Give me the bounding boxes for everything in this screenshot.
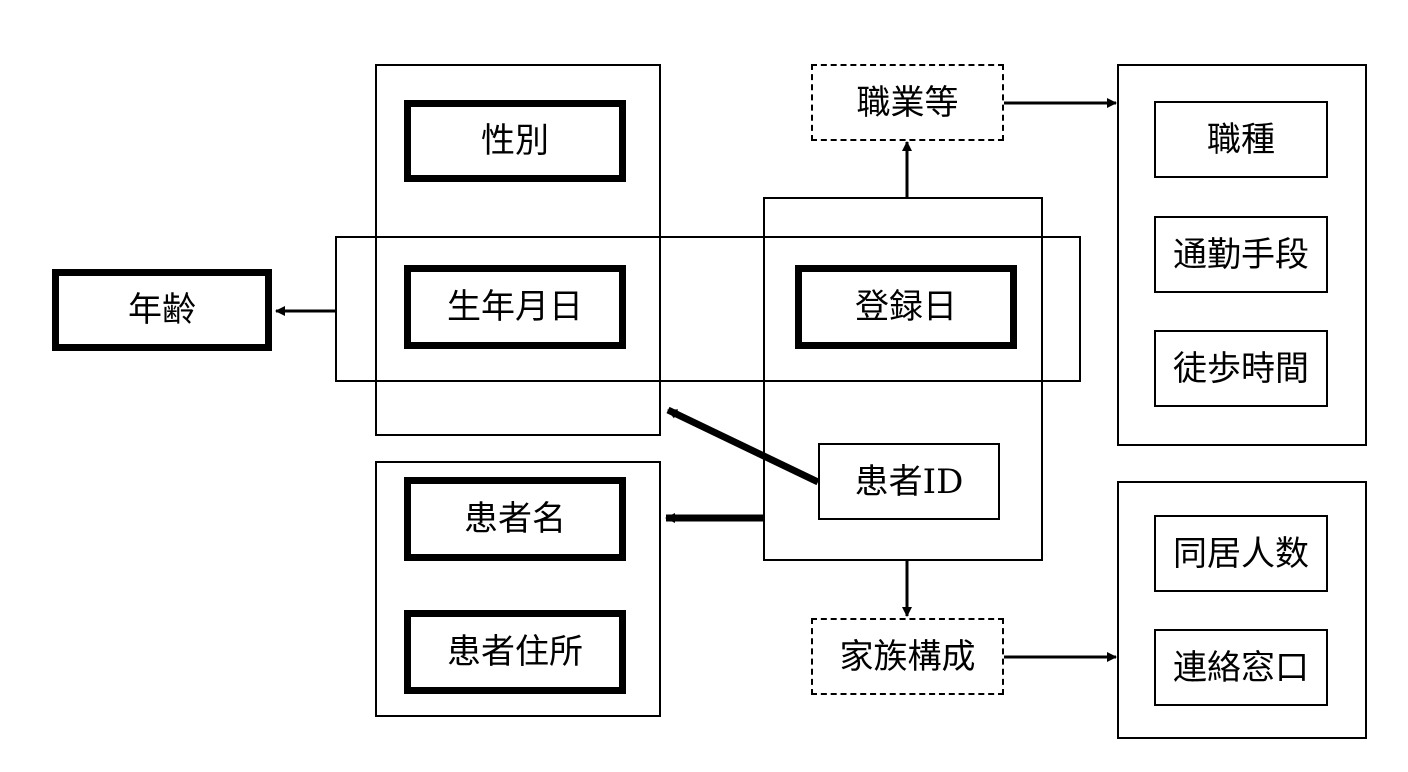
group-date-band xyxy=(335,236,1081,382)
node-age-label: 年齢 xyxy=(128,290,196,330)
node-walk-time-label: 徒歩時間 xyxy=(1173,348,1309,389)
node-patient-name-label: 患者名 xyxy=(464,499,566,539)
node-age: 年齢 xyxy=(52,269,272,351)
node-job-type-label: 職種 xyxy=(1207,119,1275,160)
node-registration-date: 登録日 xyxy=(795,265,1017,349)
node-gender: 性別 xyxy=(404,100,626,182)
group-center xyxy=(763,197,1043,561)
node-job-type: 職種 xyxy=(1154,101,1328,178)
node-family: 家族構成 xyxy=(811,618,1004,695)
node-occupation-label: 職業等 xyxy=(856,82,959,123)
arrow-patient-id-to-left-top xyxy=(666,406,820,486)
group-right-top xyxy=(1117,64,1367,446)
node-walk-time: 徒歩時間 xyxy=(1154,330,1328,407)
node-occupation: 職業等 xyxy=(811,64,1004,141)
node-household: 同居人数 xyxy=(1154,515,1328,592)
group-right-bottom xyxy=(1117,481,1367,739)
node-patient-id: 患者ID xyxy=(818,443,1000,520)
node-patient-address: 患者住所 xyxy=(404,610,626,694)
node-contact-label: 連絡窓口 xyxy=(1173,647,1309,688)
node-family-label: 家族構成 xyxy=(839,636,976,677)
group-left-top xyxy=(375,64,661,436)
node-commute-label: 通勤手段 xyxy=(1173,234,1309,275)
node-birthdate-label: 生年月日 xyxy=(447,287,583,327)
node-patient-id-label: 患者ID xyxy=(854,461,964,502)
node-household-label: 同居人数 xyxy=(1173,533,1309,574)
node-birthdate: 生年月日 xyxy=(404,265,626,349)
node-contact: 連絡窓口 xyxy=(1154,629,1328,706)
node-registration-date-label: 登録日 xyxy=(855,287,957,327)
node-gender-label: 性別 xyxy=(481,121,549,161)
group-left-bottom xyxy=(375,461,661,717)
node-commute: 通勤手段 xyxy=(1154,216,1328,293)
node-patient-address-label: 患者住所 xyxy=(447,632,583,672)
node-patient-name: 患者名 xyxy=(404,477,626,561)
